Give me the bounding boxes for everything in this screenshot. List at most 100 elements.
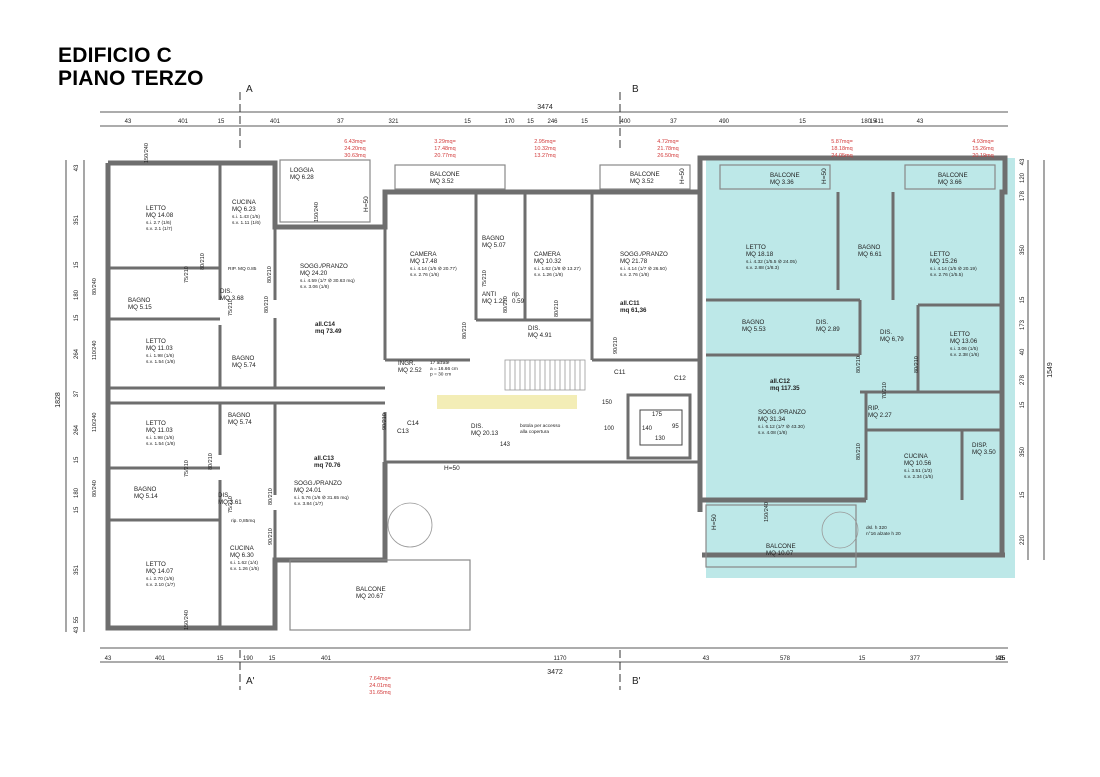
bottom-dim-13: 43 xyxy=(997,656,1004,662)
room-balcone_4-name: BALCONE xyxy=(938,172,968,179)
right-dim-4: 15 xyxy=(1020,296,1026,303)
area-note-2-l1: 3.29mq= xyxy=(434,139,456,145)
room-dis_c1-name: DIS. xyxy=(528,325,540,332)
room-bagno_w1-area: MQ 5.15 xyxy=(128,304,152,311)
top-dim-3: 401 xyxy=(270,119,281,125)
room-dis_c1-area: MQ 4.91 xyxy=(528,332,552,339)
opening-d12: 80/210 xyxy=(914,356,920,373)
bottom-dim-6: 1170 xyxy=(554,656,568,662)
room-sogg_c11-sv: s.v. 2.76 (1/8) xyxy=(620,272,649,278)
room-balcone_se-area: MQ 10.07 xyxy=(766,550,794,557)
area-note-1-l3: 30.63mq xyxy=(344,153,365,159)
room-c14-name: all.C14 xyxy=(315,321,336,328)
walls xyxy=(105,155,1008,631)
area-note-5-l3: 24.05mq xyxy=(831,153,852,159)
tag-c14: C14 xyxy=(407,420,419,427)
opening-w6: 80/240 xyxy=(92,480,98,497)
left-total-dim: 1828 xyxy=(55,392,62,408)
room-letto_e1-area: MQ 18.18 xyxy=(746,251,774,258)
room-ingr-area: MQ 2.52 xyxy=(398,367,422,374)
bottom-dim-9: 15 xyxy=(859,656,866,662)
room-cucina_e-area: MQ 10.56 xyxy=(904,460,932,467)
room-dis_e2-area: MQ 6,79 xyxy=(880,336,904,343)
opening-d8: 90/210 xyxy=(613,337,619,354)
area-note-4-l2: 21.78mq xyxy=(657,146,678,152)
top-dim-7: 170 xyxy=(504,119,515,125)
balconies xyxy=(279,159,996,631)
opening-w1: 150/240 xyxy=(144,143,150,163)
room-cucina_sw-si: s.i. 1.62 (1/4) xyxy=(230,560,258,566)
left-dim-5: 264 xyxy=(74,348,80,359)
area-note-2-l2: 17.48mq xyxy=(434,146,455,152)
opening-w3: 110/240 xyxy=(92,413,98,432)
opening-d17: 75/210 xyxy=(228,496,234,513)
bottom-dim-4: 15 xyxy=(269,656,276,662)
room-bagno_e2-area: MQ 5.53 xyxy=(742,326,766,333)
room-cucina_e-si: s.i. 3.51 (1/3) xyxy=(904,468,932,474)
lift-dim-f: 143 xyxy=(500,442,511,448)
room-camera_1-si: s.i. 4.14 (1/5 ⊘ 20.77) xyxy=(410,266,457,272)
dim-lines xyxy=(65,111,1045,663)
section-b-top: B xyxy=(632,84,639,95)
opening-d19: 90/210 xyxy=(268,528,274,545)
area-note-4-l3: 26.50mq xyxy=(657,153,678,159)
room-sogg_c13-name: SOGG./PRANZO xyxy=(294,480,342,487)
room-letto_nw-name: LETTO xyxy=(146,205,166,212)
area-note-6-l1: 4.93mq= xyxy=(972,139,994,145)
opening-d3: 80/210 xyxy=(267,266,273,283)
room-camera_1-sv: s.v. 2.76 (1/6) xyxy=(410,272,439,278)
room-bagno_e1-name: BAGNO xyxy=(858,244,881,251)
tag-h50_1: H=50 xyxy=(363,196,370,212)
room-bagno_w2-area: MQ 5.74 xyxy=(232,362,256,369)
right-total-dim: 1549 xyxy=(1047,362,1054,378)
area-note-4-l1: 4.72mq= xyxy=(657,139,679,145)
room-letto_w2-name: LETTO xyxy=(146,338,166,345)
room-cucina_nw-sv: s.v. 1.11 (1/6) xyxy=(232,220,261,226)
opening-d15: 80/210 xyxy=(208,453,214,470)
opening-d2: 75/210 xyxy=(184,266,190,283)
opening-w7: 150/240 xyxy=(314,202,320,222)
room-sogg_c12-name: SOGG./PRANZO xyxy=(758,409,806,416)
left-dim-13: 43 xyxy=(74,626,80,633)
room-anti-name: ANTI xyxy=(482,291,496,298)
bottom-dim-11: 15 xyxy=(999,656,1006,662)
opening-d11: 80/210 xyxy=(856,356,862,373)
room-cucina_nw-si: s.i. 1.43 (1/5) xyxy=(232,214,260,220)
top-dim-4: 37 xyxy=(337,119,344,125)
room-letto_e2-name: LETTO xyxy=(930,251,950,258)
lift-dim-d: 95 xyxy=(672,424,679,430)
room-camera_1-area: MQ 17.48 xyxy=(410,258,438,265)
opening-d16: 75/210 xyxy=(184,460,190,477)
room-balcone_s-name: BALCONE xyxy=(356,586,386,593)
opening-d1: 80/210 xyxy=(200,253,206,270)
room-bagno_w3-area: MQ 5.74 xyxy=(228,419,252,426)
room-letto_w4-si: s.i. 2.70 (1/6) xyxy=(146,576,174,582)
tag-h50_3: H=50 xyxy=(821,168,828,184)
stair xyxy=(387,359,859,549)
room-stair_note-l1: dsl. h 320 xyxy=(866,525,887,531)
room-dis_e1-name: DIS. xyxy=(816,319,828,326)
right-dim-2: 178 xyxy=(1020,190,1026,201)
room-letto_w3-area: MQ 11.03 xyxy=(146,427,173,434)
room-bagno_e1-area: MQ 6.61 xyxy=(858,251,882,258)
top-dim-8: 15 xyxy=(527,119,534,125)
room-balcone_se-name: BALCONE xyxy=(766,543,796,550)
room-rip_e-area: MQ 2.27 xyxy=(868,412,892,419)
area-note-7-l2: 24.01mq xyxy=(369,683,390,689)
top-dim-5: 321 xyxy=(388,119,399,125)
right-dim-0: 43 xyxy=(1020,158,1026,165)
room-rip_n-label: RIP. MQ 0.85 xyxy=(228,266,257,272)
room-c11-name: all.C11 xyxy=(620,300,640,307)
bottom-dim-5: 401 xyxy=(321,656,332,662)
area-note-3-l3: 13.27mq xyxy=(534,153,555,159)
lift: 175 140 130 95 150 143 100 xyxy=(500,400,683,448)
top-dim-17: 411 xyxy=(874,119,884,125)
openings: 80/210 75/210 80/210 75/210 80/210 75/210 80/2… xyxy=(92,143,920,630)
room-dis_e1-area: MQ 2.89 xyxy=(816,326,840,333)
area-note-3-l1: 2.95mq= xyxy=(534,139,556,145)
tag-h50_5: H=50 xyxy=(711,514,718,530)
area-note-7-l3: 31.65mq xyxy=(369,690,390,696)
